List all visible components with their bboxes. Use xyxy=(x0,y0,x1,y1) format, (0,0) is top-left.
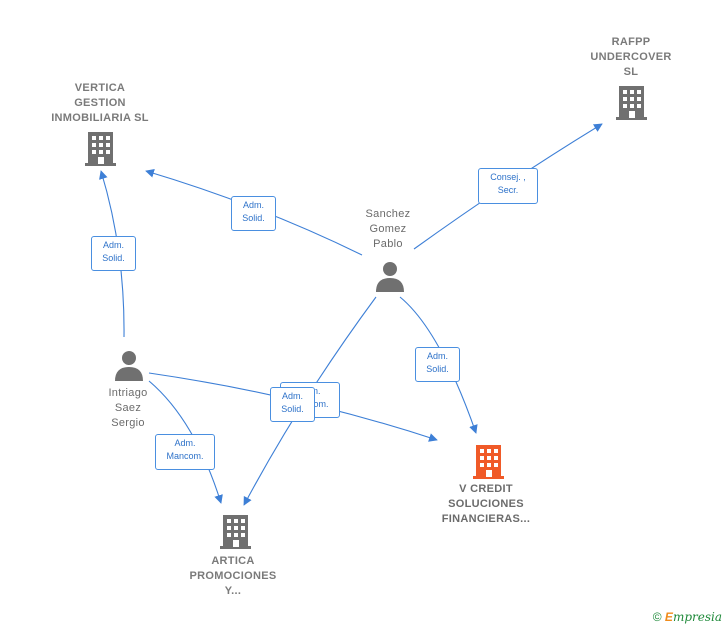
person-icon xyxy=(115,351,143,381)
empresia-logo-text: mpresia xyxy=(672,610,722,624)
node-label-vcredit[interactable]: V CREDIT SOLUCIONES FINANCIERAS... xyxy=(441,483,531,525)
node-label-vertica[interactable]: VERTICA GESTION INMOBILIARIA SL xyxy=(51,82,149,124)
node-label-artica[interactable]: ARTICA PROMOCIONES Y... xyxy=(189,555,277,597)
edge-intriago-artica xyxy=(148,380,223,504)
copyright-symbol: © xyxy=(652,610,662,624)
node-label-sanchez[interactable]: Sanchez Gomez Pablo xyxy=(365,208,411,250)
edge-label-sanchez-rafpp: Consej. , Secr. xyxy=(478,168,538,204)
person-icon xyxy=(376,262,404,292)
building-icon xyxy=(220,515,251,549)
node-label-intriago[interactable]: Intriago Saez Sergio xyxy=(108,387,148,429)
building-icon xyxy=(616,86,647,120)
empresia-logo-e: E xyxy=(664,610,673,624)
edge-label-intriago-vertica: Adm. Solid. xyxy=(91,236,136,271)
footer-credit: © Empresia xyxy=(653,610,722,624)
node-label-rafpp[interactable]: RAFPP UNDERCOVER SL xyxy=(590,36,672,78)
edge-label-sanchez-artica: Adm. Solid. xyxy=(270,387,315,422)
building-icon xyxy=(473,445,504,479)
edge-label-sanchez-vcredit: Adm. Solid. xyxy=(415,347,460,382)
edge-label-sanchez-vertica: Adm. Solid. xyxy=(231,196,276,231)
building-icon xyxy=(85,132,116,166)
edge-label-intriago-artica: Adm. Mancom. xyxy=(155,434,215,470)
